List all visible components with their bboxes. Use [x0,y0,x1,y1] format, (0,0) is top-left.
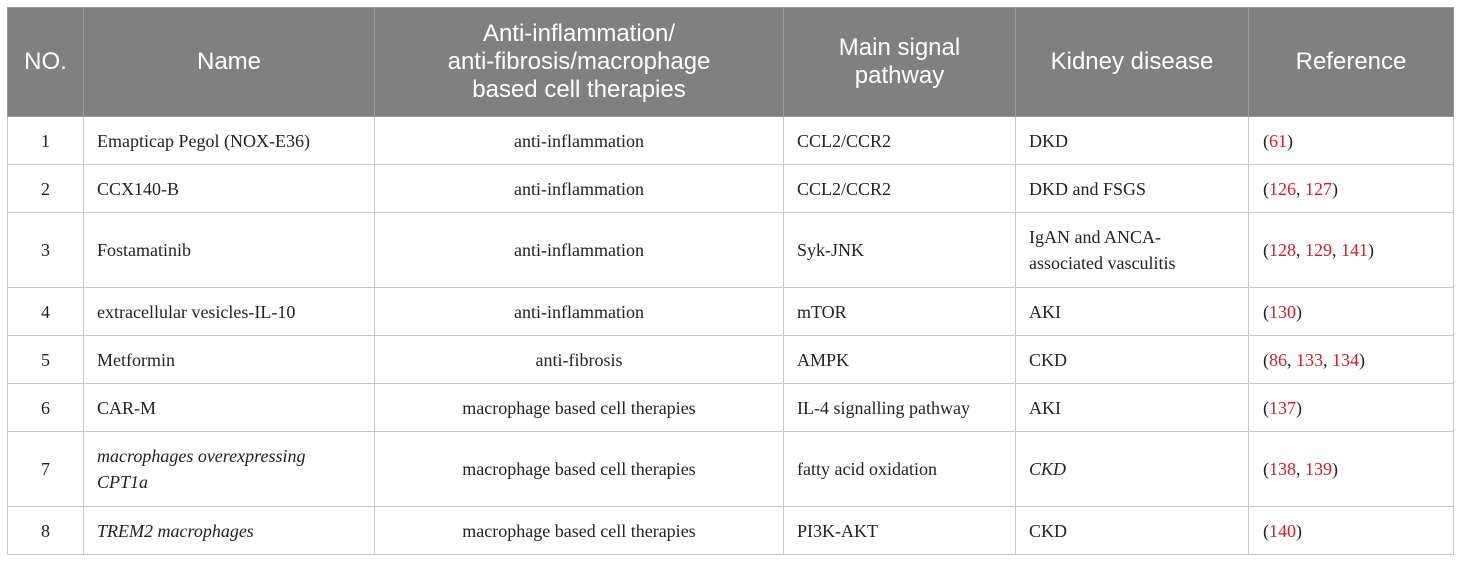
row-disease-line-1: IgAN and ANCA- [1029,227,1161,247]
header-name: Name [83,7,375,117]
row-reference: (138, 139) [1248,431,1454,507]
row-pathway: CCL2/CCR2 [783,164,1016,213]
row-reference: (61) [1248,116,1454,165]
ref-link[interactable]: 86 [1269,349,1287,370]
ref-link[interactable]: 128 [1269,240,1296,260]
ref-link[interactable]: 126 [1269,178,1296,199]
row-disease-line-2: associated vasculitis [1029,253,1176,273]
ref-link[interactable]: 129 [1305,240,1332,260]
ref-link[interactable]: 61 [1269,130,1287,151]
row-reference: (128, 129, 141) [1248,212,1454,288]
ref-link[interactable]: 139 [1305,459,1332,479]
row-name: Emapticap Pegol (NOX-E36) [83,116,375,165]
header-no: NO. [7,7,84,117]
table-row: 1 Emapticap Pegol (NOX-E36) anti-inflamm… [7,116,1454,165]
row-disease: CKD [1015,506,1249,555]
row-pathway: IL-4 signalling pathway [783,383,1016,432]
row-name: extracellular vesicles-IL-10 [83,287,375,336]
row-disease: DKD [1015,116,1249,165]
row-pathway: AMPK [783,335,1016,384]
row-disease: CKD [1015,431,1249,507]
row-no: 3 [7,212,84,288]
row-disease: IgAN and ANCA- associated vasculitis [1015,212,1249,288]
row-therapy: anti-inflammation [374,164,784,213]
table-row: 2 CCX140-B anti-inflammation CCL2/CCR2 D… [7,164,1454,213]
row-name: Metformin [83,335,375,384]
row-pathway: CCL2/CCR2 [783,116,1016,165]
row-disease: CKD [1015,335,1249,384]
row-therapy: anti-inflammation [374,212,784,288]
header-therapy-line-3: based cell therapies [472,76,686,103]
row-therapy: macrophage based cell therapies [374,506,784,555]
row-reference: (137) [1248,383,1454,432]
row-reference: (86, 133, 134) [1248,335,1454,384]
row-pathway: mTOR [783,287,1016,336]
row-reference: (130) [1248,287,1454,336]
row-therapy: macrophage based cell therapies [374,431,784,507]
row-pathway: Syk-JNK [783,212,1016,288]
table-row: 3 Fostamatinib anti-inflammation Syk-JNK… [7,212,1454,288]
ref-link[interactable]: 141 [1341,240,1368,260]
row-disease: AKI [1015,287,1249,336]
row-disease: AKI [1015,383,1249,432]
table-row: 4 extracellular vesicles-IL-10 anti-infl… [7,287,1454,336]
row-no: 8 [7,506,84,555]
table-row: 6 CAR-M macrophage based cell therapies … [7,383,1454,432]
row-therapy: macrophage based cell therapies [374,383,784,432]
row-no: 6 [7,383,84,432]
row-name-line-1: macrophages overexpressing [97,446,306,466]
row-name: CCX140-B [83,164,375,213]
row-no: 5 [7,335,84,384]
table-row: 8 TREM2 macrophages macrophage based cel… [7,506,1454,555]
row-disease: DKD and FSGS [1015,164,1249,213]
row-no: 2 [7,164,84,213]
row-therapy: anti-fibrosis [374,335,784,384]
row-therapy: anti-inflammation [374,116,784,165]
row-no: 1 [7,116,84,165]
ref-link[interactable]: 138 [1269,459,1296,479]
ref-link[interactable]: 127 [1305,178,1332,199]
header-disease: Kidney disease [1015,7,1249,117]
row-name: TREM2 macrophages [83,506,375,555]
header-therapy-line-1: Anti-inflammation/ [482,20,676,47]
header-row: NO. Name Anti-inflammation/ anti-fibrosi… [7,7,1454,117]
ref-link[interactable]: 130 [1269,301,1296,322]
table-row: 5 Metformin anti-fibrosis AMPK CKD (86, … [7,335,1454,384]
row-name: macrophages overexpressing CPT1a [83,431,375,507]
therapies-table: NO. Name Anti-inflammation/ anti-fibrosi… [7,7,1454,555]
header-pathway: Main signal pathway [783,7,1016,117]
header-pathway-line-2: pathway [854,62,945,89]
row-no: 4 [7,287,84,336]
ref-link[interactable]: 140 [1269,520,1296,541]
row-name-line-2: CPT1a [97,472,149,492]
row-pathway: fatty acid oxidation [783,431,1016,507]
row-pathway: PI3K-AKT [783,506,1016,555]
row-no: 7 [7,431,84,507]
header-pathway-line-1: Main signal [838,34,961,61]
header-reference: Reference [1248,7,1454,117]
header-therapy: Anti-inflammation/ anti-fibrosis/macroph… [374,7,784,117]
ref-link[interactable]: 137 [1269,397,1296,418]
row-name: Fostamatinib [83,212,375,288]
ref-link[interactable]: 133 [1296,349,1323,370]
table-row: 7 macrophages overexpressing CPT1a macro… [7,431,1454,507]
row-therapy: anti-inflammation [374,287,784,336]
row-reference: (126, 127) [1248,164,1454,213]
row-name: CAR-M [83,383,375,432]
ref-link[interactable]: 134 [1332,349,1359,370]
row-reference: (140) [1248,506,1454,555]
header-therapy-line-2: anti-fibrosis/macrophage [447,48,711,75]
